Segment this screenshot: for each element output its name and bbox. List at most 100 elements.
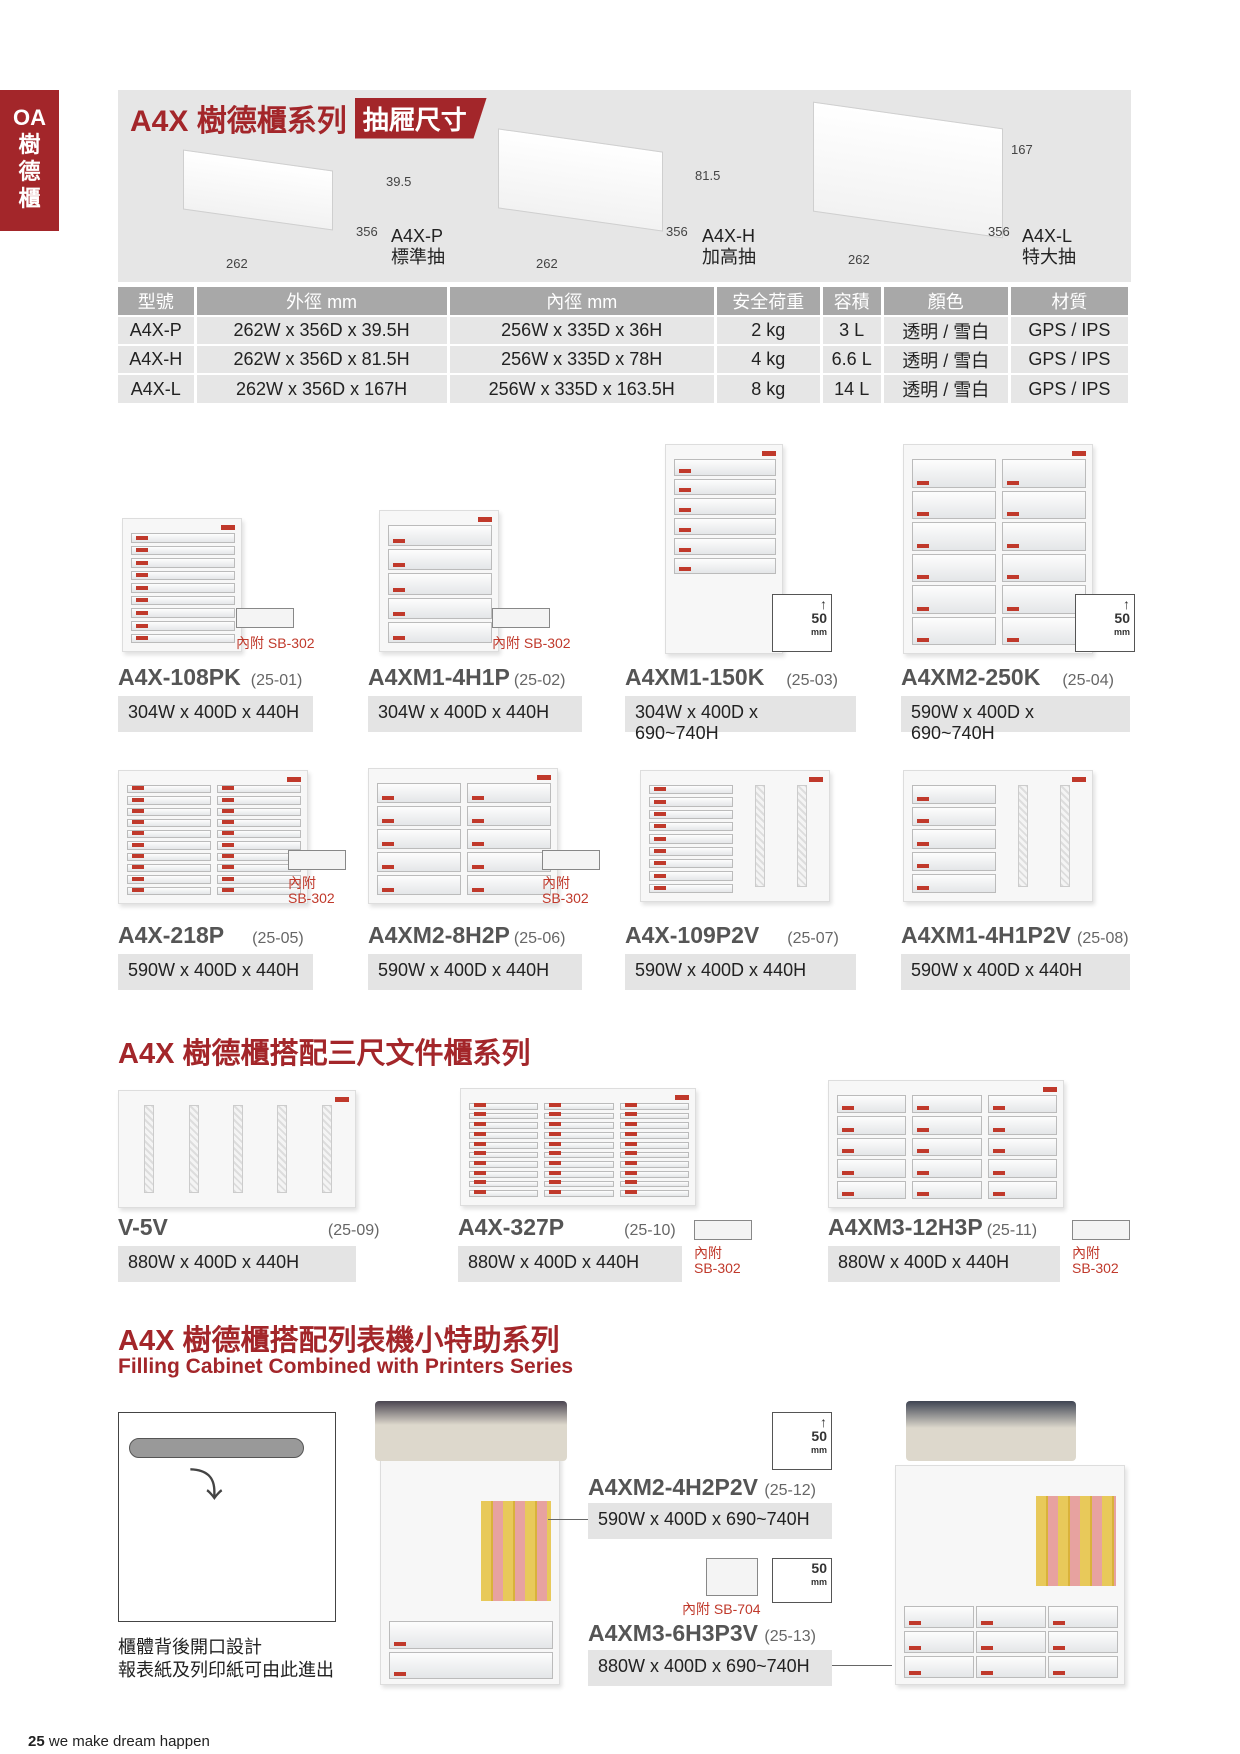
table-cell: GPS / IPS — [1009, 344, 1132, 374]
table-cell: 262W x 356D x 167H — [195, 373, 450, 403]
product-name: A4X-218P (25-05) — [118, 922, 353, 949]
back-opening-diagram: ⤵ — [118, 1412, 336, 1622]
product-name: A4X-109P2V (25-07) — [625, 922, 896, 949]
side-tab-text: 德 — [18, 159, 41, 184]
product-code: (25-08) — [1077, 930, 1129, 947]
table-cell: 6.6 L — [821, 344, 884, 374]
product-model: A4X-218P — [118, 922, 225, 948]
table-cell: 4 kg — [715, 344, 823, 374]
table-cell: 14 L — [821, 373, 884, 403]
product-model: A4XM3-12H3P — [828, 1214, 983, 1240]
product-model: A4XM1-4H1P2V — [901, 922, 1072, 948]
sb-302-tray-icon — [288, 850, 346, 870]
back-opening-slot — [129, 1438, 304, 1458]
product-dimensions: 880W x 400D x 440H — [458, 1246, 682, 1282]
drawer-depth: 356 — [666, 224, 688, 239]
binders — [1036, 1496, 1116, 1586]
cabinet-image-a4x-327p — [460, 1088, 696, 1206]
series-title: A4X 樹德櫃系列 — [130, 105, 347, 138]
cabinet-image-a4x-108pk — [122, 518, 242, 652]
drawer-image-a4x-p — [183, 149, 333, 231]
product-dimensions: 590W x 400D x 440H — [625, 954, 856, 990]
drawer-size-tag: 抽屜尺寸 — [354, 97, 487, 139]
accessory-note: 內附 SB-704 — [682, 1601, 761, 1617]
table-cell: 2 kg — [715, 315, 823, 345]
side-tab-text: 樹 — [18, 132, 41, 157]
product-dimensions: 590W x 400D x 690~740H — [588, 1503, 832, 1539]
product-model: A4X-109P2V — [625, 922, 760, 948]
printer-icon — [375, 1401, 567, 1461]
cabinet-image-a4xm1-4h1p2v — [903, 770, 1093, 902]
column-header: 安全荷重 — [715, 287, 823, 316]
column-header: 型號 — [118, 287, 197, 316]
product-name: A4X-108PK(25-01) — [118, 664, 353, 691]
product-name: A4XM3-6H3P3V (25-13) — [588, 1620, 816, 1646]
slogan: we make dream happen — [48, 1733, 210, 1750]
sb-302-tray-icon — [1072, 1220, 1130, 1240]
product-code: (25-05) — [252, 930, 304, 947]
connector-line — [832, 1665, 892, 1666]
product-code: (25-09) — [327, 1222, 380, 1239]
cabinet-image-a4xm3-12h3p — [828, 1080, 1064, 1208]
product-model: A4XM2-8H2P — [368, 922, 510, 948]
table-cell: 8 kg — [715, 373, 823, 403]
product-code: (25-03) — [786, 672, 838, 689]
product-model: A4XM1-4H1P — [368, 664, 510, 690]
table-cell: 262W x 356D x 39.5H — [195, 315, 450, 345]
product-name: A4X-327P(25-10) — [458, 1214, 722, 1241]
cabinet-image-a4x-109p2v — [640, 770, 830, 902]
table-cell: 256W x 335D x 78H — [448, 344, 717, 374]
cabinet-image-v-5v — [118, 1090, 356, 1208]
section-title-file-cabinet: A4X 樹德櫃搭配三尺文件櫃系列 — [118, 1038, 531, 1070]
product-dimensions: 590W x 400D x 440H — [118, 954, 313, 990]
accessory-note: 內附 SB-302 — [492, 635, 571, 651]
product-name: A4XM1-4H1P(25-02) — [368, 664, 622, 691]
cabinet-image-a4x-218p — [118, 770, 308, 904]
product-dimensions: 880W x 400D x 690~740H — [588, 1650, 832, 1686]
table-cell: GPS / IPS — [1009, 373, 1132, 403]
column-header: 材質 — [1009, 287, 1132, 316]
accessory-note: 內附 SB-302 — [236, 635, 315, 651]
printer-cabinet-image-1 — [375, 1401, 567, 1685]
connector-line — [548, 1519, 588, 1520]
product-name: A4XM2-8H2P(25-06) — [368, 922, 622, 949]
product-name: A4XM2-250K(25-04) — [901, 664, 1170, 691]
product-code: (25-06) — [513, 930, 566, 947]
product-dimensions: 590W x 400D x 440H — [901, 954, 1130, 990]
column-header: 內徑 mm — [448, 287, 717, 316]
drawer-width: 262 — [848, 252, 870, 267]
drawer-height: 167 — [1011, 142, 1033, 157]
table-cell: 262W x 356D x 81.5H — [195, 344, 450, 374]
table-cell: 3 L — [821, 315, 884, 345]
product-model: V-5V — [118, 1214, 168, 1240]
column-header: 容積 — [821, 287, 884, 316]
table-cell: 透明 / 雪白 — [882, 344, 1011, 374]
sb-302-tray-icon — [236, 608, 294, 628]
product-dimensions: 304W x 400D x 440H — [118, 696, 313, 732]
printer-cabinet-image-2 — [895, 1401, 1125, 1685]
drawer-height: 81.5 — [695, 168, 721, 183]
product-dimensions: 304W x 400D x 440H — [368, 696, 582, 732]
product-name: A4XM3-12H3P(25-11) — [828, 1214, 1100, 1241]
product-dimensions: 590W x 400D x 440H — [368, 954, 582, 990]
table-cell: A4X-L — [118, 373, 197, 403]
side-tab-text: 櫃 — [18, 186, 41, 211]
page-number: 25 — [28, 1733, 45, 1750]
product-name: A4XM1-150K(25-03) — [625, 664, 896, 691]
cabinet-image-a4xm1-150k — [665, 444, 783, 654]
drawer-height: 39.5 — [386, 174, 412, 189]
product-code: (25-07) — [787, 930, 839, 947]
table-cell: 256W x 335D x 163.5H — [448, 373, 717, 403]
drawer-width: 262 — [536, 256, 558, 271]
product-code: (25-10) — [624, 1222, 676, 1239]
